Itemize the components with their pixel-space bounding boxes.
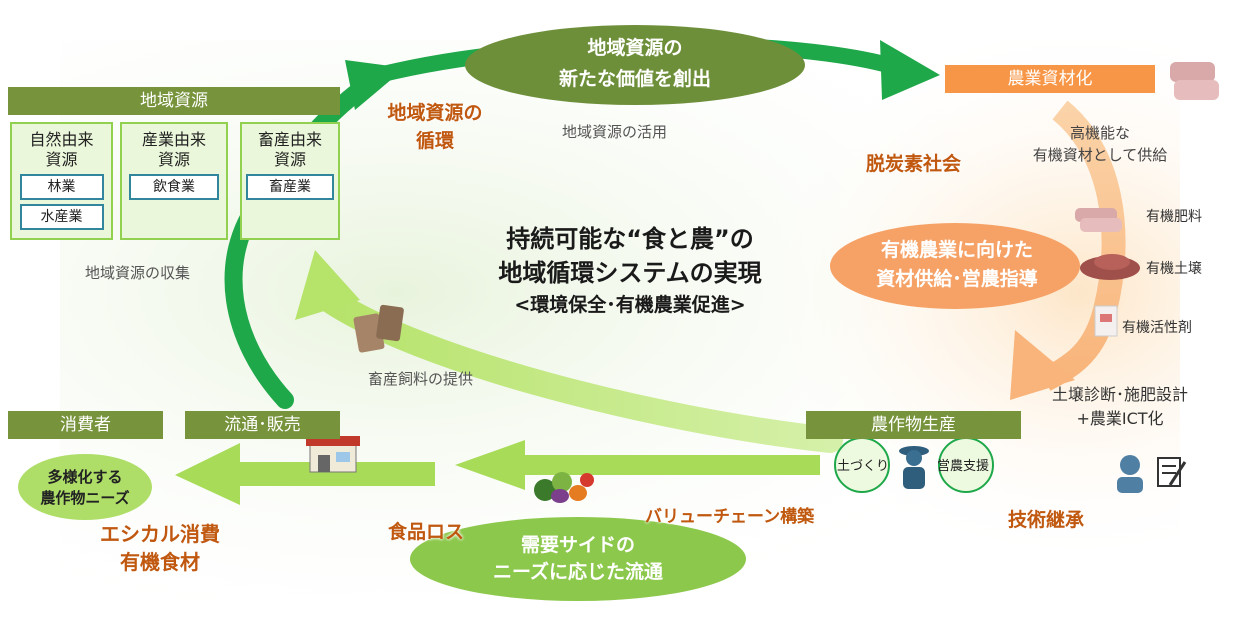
soil-diagnostics-l2: +農業ICT化 — [1076, 409, 1164, 428]
organic-ellipse-line1: 有機農業に向けた — [880, 239, 1033, 261]
material-bags-icon — [1170, 62, 1219, 100]
materials-supply-l1: 高機能な — [1069, 124, 1130, 142]
soil-diagnostics-l1: 土壌診断･施肥設計 — [1051, 385, 1188, 404]
demand-ellipse — [410, 517, 746, 601]
value-chain-label: バリューチェーン構築 — [645, 507, 815, 527]
tag-forestry: 林業 — [19, 174, 104, 200]
circulation-line1: 地域資源の — [387, 102, 483, 124]
organic-ellipse-line2: 資材供給･営農指導 — [876, 268, 1038, 290]
natural-resource-title-l2: 資源 — [45, 150, 78, 169]
farmer-icon — [899, 446, 929, 489]
circulation-label: 地域資源の 循環 — [360, 99, 510, 155]
livestock-resource-box: 畜産由来 資源 畜産業 — [240, 122, 340, 240]
materials-arrow — [1039, 100, 1126, 391]
fertilizer-icon — [1075, 208, 1122, 232]
consumer-ellipse-line1: 多様化する — [47, 468, 123, 486]
soil-diagnostics: 土壌診断･施肥設計 +農業ICT化 — [1020, 383, 1220, 431]
vegetables-icon — [534, 472, 594, 503]
distribution-arrow-1-head — [455, 440, 525, 490]
tag-restaurant: 飲食業 — [129, 174, 219, 200]
soil-building-label: 土づくり — [836, 459, 889, 474]
consumer-ellipse-line2: 農作物ニーズ — [40, 489, 130, 507]
materials-header: 農業資材化 — [945, 65, 1155, 93]
feed-bags-icon — [353, 304, 404, 353]
industrial-resource-title-l1: 産業由来 — [141, 130, 206, 149]
materials-arrow-head — [1010, 330, 1075, 400]
top-ellipse-text: 地域資源の 新たな価値を創出 — [470, 33, 800, 95]
demand-ellipse-line1: 需要サイドの — [520, 534, 635, 556]
ethical-consumption: エシカル消費 有機食材 — [85, 520, 235, 576]
organic-ellipse — [830, 223, 1080, 309]
consumer-header: 消費者 — [8, 411, 163, 439]
livestock-resource-title-l2: 資源 — [273, 150, 306, 169]
top-left-arrow-head — [345, 60, 405, 110]
utilization-label: 地域資源の活用 — [562, 123, 668, 141]
food-loss-label: 食品ロス — [388, 521, 465, 543]
materials-supply-text: 高機能な 有機資材として供給 — [1000, 122, 1200, 166]
industrial-resource-box: 産業由来 資源 飲食業 — [120, 122, 228, 240]
ethical-line2: 有機食材 — [120, 550, 200, 574]
materials-supply-l2: 有機資材として供給 — [1032, 146, 1168, 164]
demand-ellipse-line2: ニーズに応じた流通 — [492, 561, 664, 583]
circulation-line2: 循環 — [415, 130, 454, 152]
activator-icon — [1094, 305, 1118, 337]
organic-ellipse-text: 有機農業に向けた 資材供給･営農指導 — [832, 236, 1082, 294]
consumer-ellipse-text: 多様化する 農作物ニーズ — [20, 467, 150, 509]
demand-ellipse-text: 需要サイドの ニーズに応じた流通 — [420, 532, 736, 586]
regional-resources-header: 地域資源 — [8, 87, 340, 115]
distribution-arrow-2-head — [175, 443, 240, 505]
natural-resource-title-l1: 自然由来 — [29, 130, 94, 149]
store-icon — [306, 436, 360, 473]
industrial-resource-title-l2: 資源 — [157, 150, 190, 169]
soil-label: 有機土壌 — [1146, 261, 1202, 277]
feed-label: 畜産飼料の提供 — [368, 370, 474, 388]
livestock-resource-title-l1: 畜産由来 — [257, 130, 322, 149]
consultant-icon — [1117, 455, 1187, 493]
top-ellipse — [465, 25, 805, 105]
distribution-arrow-1 — [520, 455, 820, 475]
natural-resource-box: 自然由来 資源 林業 水産業 — [10, 122, 113, 240]
decarbon-label: 脱炭素社会 — [866, 153, 962, 175]
activator-label: 有機活性剤 — [1122, 320, 1192, 336]
top-arrow-head — [880, 40, 940, 100]
feed-arrow-head — [295, 250, 360, 320]
tech-transfer-label: 技術継承 — [1008, 509, 1085, 531]
main-title: 持続可能な“食と農”の 地域循環システムの実現 <環境保全･有機農業促進> — [430, 222, 830, 320]
production-header: 農作物生産 — [806, 411, 1021, 439]
main-title-line2: 地域循環システムの実現 — [498, 259, 762, 287]
collection-label: 地域資源の収集 — [85, 264, 191, 282]
tag-livestock: 畜産業 — [246, 174, 334, 200]
soil-icon — [1080, 254, 1140, 280]
top-ellipse-line1: 地域資源の — [587, 37, 683, 59]
top-ellipse-line2: 新たな価値を創出 — [558, 68, 711, 90]
retail-header: 流通･販売 — [185, 411, 340, 439]
fertilizer-label: 有機肥料 — [1146, 209, 1202, 225]
farming-support-label: 営農支援 — [936, 459, 989, 474]
tag-fishery: 水産業 — [19, 204, 104, 230]
ethical-line1: エシカル消費 — [100, 522, 220, 546]
consumer-ellipse — [18, 454, 152, 520]
main-title-line1: 持続可能な“食と農”の — [506, 225, 754, 253]
main-title-line3: <環境保全･有機農業促進> — [514, 294, 746, 316]
